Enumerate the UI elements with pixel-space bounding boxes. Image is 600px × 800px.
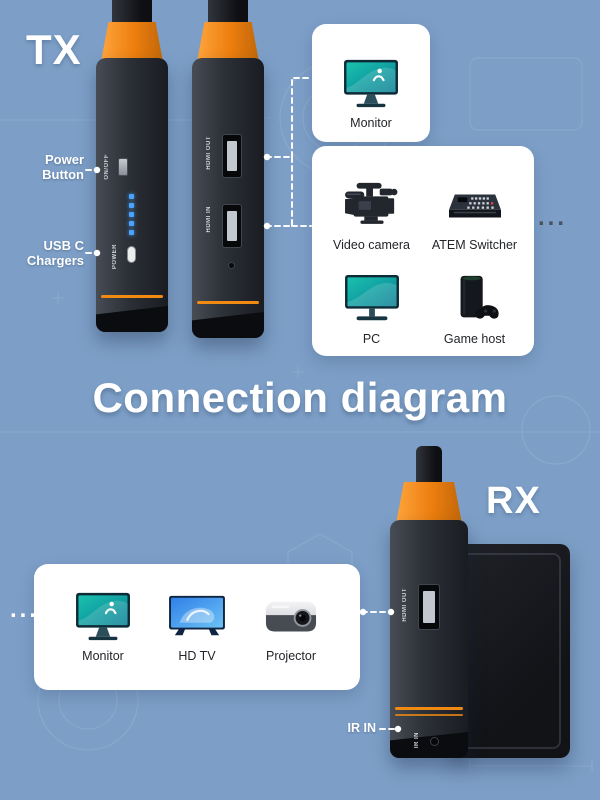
hdmi-in-port — [222, 204, 242, 248]
source-item: PC — [320, 252, 423, 346]
atem-switcher-icon — [448, 194, 501, 218]
projector-icon — [265, 601, 317, 632]
device-orange-top — [396, 482, 462, 524]
power-port-label: POWER — [112, 244, 118, 270]
usbc-callout-line2: Chargers — [26, 253, 84, 269]
item-label: Video camera — [333, 238, 410, 252]
device-base — [96, 306, 168, 332]
item-label: Monitor — [350, 116, 392, 130]
orange-stripe — [395, 707, 463, 710]
rx-hdmi-out-port — [418, 584, 440, 630]
tx-device-front: ON/OFF POWER — [96, 0, 168, 332]
diagram-title: Connection diagram — [92, 374, 508, 421]
game-console-icon — [460, 275, 499, 319]
pc-icon — [344, 274, 399, 321]
monitor-icon — [76, 592, 130, 641]
hdmi-out-label: HDMI OUT — [206, 136, 212, 170]
hdmi-out-port — [222, 134, 242, 178]
hdmi-in-label: HDMI IN — [206, 206, 212, 233]
monitor-output-panel: Monitor — [312, 24, 430, 142]
item-label: HD TV — [178, 649, 216, 663]
device-body: HDMI OUT IR IN — [390, 520, 468, 758]
item-label: Monitor — [82, 649, 124, 663]
display-item: HD TV — [168, 591, 226, 663]
device-base — [390, 732, 468, 758]
more-displays-ellipsis: ... — [10, 596, 40, 623]
power-button-callout-line1: Power — [44, 152, 84, 167]
rx-heading: RX — [486, 480, 541, 522]
rx-hdmi-out-label: HDMI OUT — [402, 588, 408, 622]
video-sources-panel: Video camera ATEM Switcher — [312, 146, 534, 356]
usbc-callout-line1: USB C — [43, 238, 84, 253]
orange-stripe — [101, 295, 163, 298]
hdtv-icon — [169, 595, 225, 636]
usbc-port — [127, 246, 136, 263]
ir-in-callout: IR IN — [347, 721, 376, 735]
item-label: PC — [362, 332, 381, 346]
power-switch — [118, 158, 128, 176]
ir-in-port — [430, 737, 439, 746]
device-base — [192, 312, 264, 338]
rx-ir-in-label: IR IN — [414, 731, 420, 748]
video-camera-icon — [344, 182, 397, 224]
item-label: Projector — [265, 649, 317, 663]
device-orange-top — [197, 22, 259, 62]
more-sources-ellipsis: ... — [538, 204, 568, 231]
orange-stripe — [197, 301, 259, 304]
power-button-callout-line2: Button — [42, 167, 84, 183]
usbc-chargers-callout: USB C Chargers — [8, 238, 84, 269]
device-orange-top — [101, 22, 163, 62]
source-item: ATEM Switcher — [423, 158, 526, 252]
item-label: ATEM Switcher — [431, 238, 518, 252]
device-body: HDMI OUT HDMI IN — [192, 58, 264, 338]
onoff-label: ON/OFF — [104, 154, 110, 180]
orange-stripe — [395, 714, 463, 716]
source-item: Video camera — [320, 158, 423, 252]
antenna-connector — [416, 446, 442, 488]
device-body: ON/OFF POWER — [96, 58, 168, 332]
power-button-callout: Power Button — [8, 152, 84, 183]
source-item: Game host — [423, 252, 526, 346]
display-item: Monitor — [74, 591, 132, 663]
audio-jack — [228, 262, 235, 269]
item-label: Game host — [443, 332, 506, 346]
tx-device-hdmi-side: HDMI OUT HDMI IN — [192, 0, 264, 338]
rx-device: HDMI OUT IR IN — [390, 446, 468, 758]
display-item: Projector — [262, 591, 320, 663]
display-outputs-panel: Monitor HD TV Projector — [34, 564, 360, 690]
tx-heading: TX — [26, 26, 82, 73]
mounting-plate — [452, 544, 570, 758]
led-indicators — [129, 194, 134, 235]
monitor-icon — [344, 59, 398, 108]
